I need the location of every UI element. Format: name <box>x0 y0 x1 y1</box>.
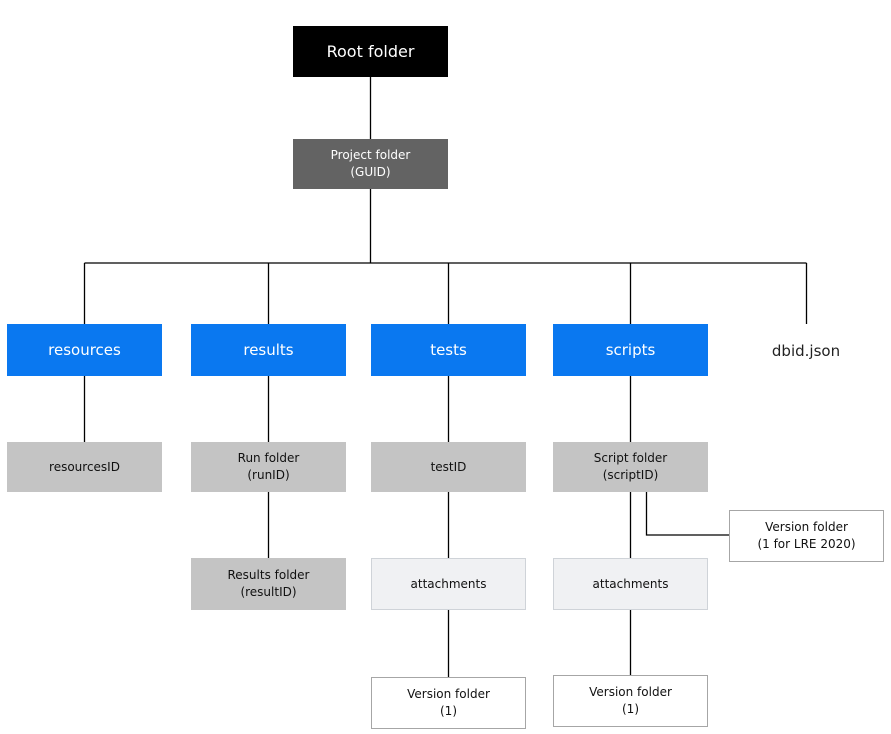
script-folder-node: Script folder (scriptID) <box>553 442 708 492</box>
scripts-version-folder-node: Version folder (1) <box>553 675 708 727</box>
test-id-label: testID <box>430 459 467 474</box>
test-id-node: testID <box>371 442 526 492</box>
root-folder-node: Root folder <box>293 26 448 77</box>
project-folder-label: Project folder (GUID) <box>330 148 411 179</box>
resources-id-node: resourcesID <box>7 442 162 492</box>
version-folder-lre-node: Version folder (1 for LRE 2020) <box>729 510 884 562</box>
results-node: results <box>191 324 346 376</box>
script-folder-label: Script folder (scriptID) <box>593 451 668 482</box>
results-folder-node: Results folder (resultID) <box>191 558 346 610</box>
scripts-attachments-label: attachments <box>592 577 669 591</box>
results-folder-label: Results folder (resultID) <box>227 568 310 599</box>
scripts-version-folder-label: Version folder (1) <box>589 685 672 716</box>
tests-attachments-node: attachments <box>371 558 526 610</box>
scripts-node: scripts <box>553 324 708 376</box>
connector-script-version-lre <box>645 492 729 536</box>
run-folder-label: Run folder (runID) <box>237 451 300 482</box>
dbid-json-node: dbid.json <box>756 336 856 366</box>
run-folder-node: Run folder (runID) <box>191 442 346 492</box>
tests-version-folder-node: Version folder (1) <box>371 677 526 729</box>
project-folder-node: Project folder (GUID) <box>293 139 448 189</box>
version-folder-lre-label: Version folder (1 for LRE 2020) <box>757 520 856 551</box>
resources-label: resources <box>48 341 121 359</box>
root-folder-label: Root folder <box>326 42 415 61</box>
tests-version-folder-label: Version folder (1) <box>407 687 490 718</box>
tests-label: tests <box>430 341 467 359</box>
resources-id-label: resourcesID <box>49 459 120 474</box>
scripts-label: scripts <box>605 341 656 359</box>
results-label: results <box>243 341 294 359</box>
resources-node: resources <box>7 324 162 376</box>
tests-attachments-label: attachments <box>410 577 487 591</box>
tests-node: tests <box>371 324 526 376</box>
dbid-json-label: dbid.json <box>771 342 841 360</box>
scripts-attachments-node: attachments <box>553 558 708 610</box>
